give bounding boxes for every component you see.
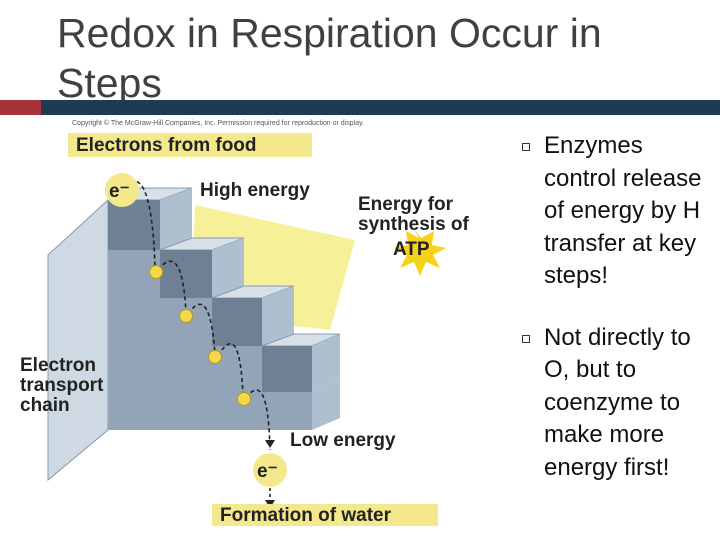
etc-label-line3: chain — [20, 395, 70, 416]
energy-label-line1: Energy for — [358, 194, 454, 215]
atp-label: ATP — [393, 239, 430, 260]
square-bullet-icon — [522, 143, 530, 151]
stair-steps — [107, 187, 341, 430]
step-1-side — [160, 188, 192, 250]
bottom-banner — [212, 504, 438, 526]
stair-body — [108, 250, 312, 430]
top-banner-label: Electrons from food — [76, 135, 257, 156]
electron-ball-3 — [208, 350, 222, 364]
top-banner — [68, 133, 312, 157]
low-energy-label: Low energy — [290, 430, 396, 451]
atp-burst — [394, 228, 446, 276]
electron-path-5 — [245, 389, 271, 451]
electron-path-3 — [187, 303, 216, 356]
bullet-text: Enzymes control release of energy by H t… — [544, 132, 702, 289]
electron-path-1 — [129, 180, 156, 269]
title-rule-bar — [41, 100, 720, 115]
electrons — [149, 265, 251, 406]
electron-path-2 — [157, 260, 187, 313]
electron-top-badge — [105, 173, 139, 207]
electron-ball-4 — [237, 392, 251, 406]
step-3-side — [262, 286, 294, 346]
arrowhead-to-electron — [265, 440, 275, 448]
square-bullet-icon — [522, 334, 530, 343]
bullet-item: Enzymes control release of energy by H t… — [516, 130, 716, 293]
step-3-front — [212, 298, 262, 346]
electron-top-symbol: e⁻ — [109, 181, 130, 202]
bullet-text: Not directly to O, but to coenzyme to ma… — [544, 323, 691, 481]
step-4-side — [312, 334, 340, 392]
bullet-list: Enzymes control release of energy by H t… — [516, 130, 716, 513]
step-2-front — [160, 250, 212, 298]
step-1-front — [108, 200, 160, 250]
energy-staircase-diagram: Electrons from food — [20, 133, 470, 526]
energy-label-line2: synthesis of — [358, 214, 470, 235]
electron-bottom-badge — [253, 453, 287, 487]
bottom-banner-label: Formation of water — [220, 505, 392, 526]
copyright-notice: Copyright © The McGraw-Hill Companies, I… — [72, 120, 365, 127]
step-4-front — [262, 346, 312, 392]
electron-ball-1 — [149, 265, 163, 279]
electron-bottom-symbol: e⁻ — [257, 461, 278, 482]
bullet-item: Not directly to O, but to coenzyme to ma… — [516, 322, 716, 485]
electron-ball-2 — [179, 309, 193, 323]
slide-title: Redox in Respiration Occur in Steps — [57, 10, 602, 106]
etc-label-line2: transport — [20, 375, 104, 396]
stair-side-wall — [47, 198, 109, 482]
stair-base-side — [108, 380, 340, 430]
electron-path-4 — [217, 342, 244, 398]
etc-label-line1: Electron — [20, 355, 96, 376]
title-rule-accent — [0, 100, 41, 115]
step-2-side — [212, 238, 244, 298]
high-energy-label: High energy — [200, 180, 310, 201]
electron-path — [129, 180, 271, 451]
